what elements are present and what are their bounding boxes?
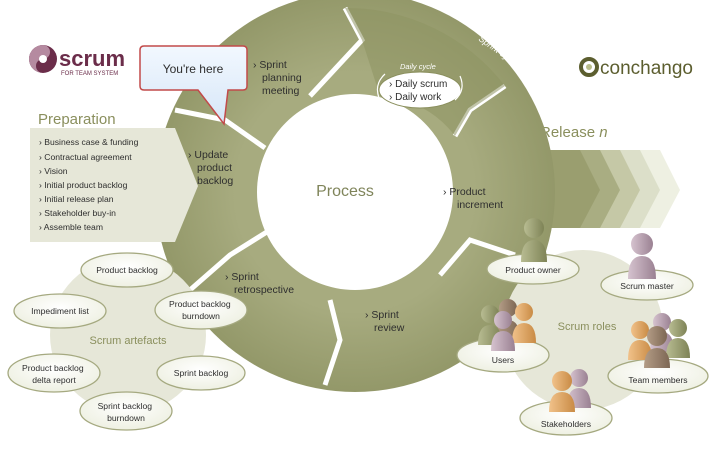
artefact-sb-burndown-label: Sprint backlog burndown	[98, 401, 155, 423]
scrum-master-icon	[628, 233, 656, 279]
artefact-product-backlog-label: Product backlog	[96, 265, 158, 275]
team-members-icon	[628, 313, 690, 368]
conchango-logo: conchango	[579, 57, 693, 79]
callout-text: You're here	[163, 62, 224, 76]
artefact-impediment-list-label: Impediment list	[31, 306, 89, 316]
roles-title: Scrum roles	[558, 321, 617, 333]
scrum-logo: scrum FOR TEAM SYSTEM	[29, 45, 125, 77]
daily-cycle: Daily cycle › Daily scrum › Daily work	[376, 62, 463, 109]
role-users-label: Users	[492, 355, 514, 365]
users-icon	[478, 299, 536, 351]
youre-here-callout: You're here	[139, 45, 248, 126]
step-sprint-review: › Sprint review	[365, 309, 405, 334]
preparation-list: › Business case & funding › Contractual …	[39, 137, 141, 232]
artefact-product-backlog	[80, 252, 174, 288]
artefact-pb-burndown-label: Product backlog burndown	[169, 299, 233, 321]
role-scrum-master-label: Scrum master	[620, 281, 674, 291]
step-sprint-retrospective: › Sprint retrospective	[225, 271, 294, 296]
preparation-title: Preparation	[38, 111, 116, 128]
release-label: Release n	[540, 124, 608, 141]
svg-text:conchango: conchango	[600, 58, 693, 79]
svg-text:FOR TEAM SYSTEM: FOR TEAM SYSTEM	[61, 71, 118, 77]
artefact-sprint-backlog	[156, 355, 246, 391]
step-sprint-planning-meeting: › Sprint planning meeting	[253, 59, 305, 97]
role-team-members-label: Team members	[628, 375, 687, 385]
product-owner-icon	[521, 218, 547, 262]
artefact-delta-report-label: Product backlog delta report	[22, 363, 86, 385]
daily-cycle-label: Daily cycle	[400, 62, 436, 71]
step-update-product-backlog: › Update product backlog	[188, 149, 235, 187]
scrum-artefacts: Scrum artefacts Product backlog Impedime…	[7, 252, 248, 431]
artefacts-title: Scrum artefacts	[89, 335, 167, 347]
svg-text:scrum: scrum	[59, 46, 125, 71]
process-center	[257, 94, 453, 290]
step-product-increment: › Product increment	[443, 186, 503, 211]
scrum-roles: Scrum roles Product owner Scrum master U…	[456, 218, 709, 436]
daily-cycle-items: › Daily scrum › Daily work	[389, 79, 450, 103]
process-title: Process	[316, 183, 374, 200]
artefact-delta-report	[7, 353, 101, 393]
stakeholders-icon	[549, 369, 591, 412]
role-stakeholders-label: Stakeholders	[541, 419, 591, 429]
artefact-sprint-backlog-label: Sprint backlog	[174, 368, 229, 378]
artefact-impediment-list	[13, 293, 107, 329]
artefact-pb-burndown	[154, 290, 248, 330]
role-product-owner-label: Product owner	[505, 265, 561, 275]
preparation-panel: Preparation › Business case & funding › …	[30, 111, 198, 242]
artefact-sb-burndown	[79, 391, 173, 431]
